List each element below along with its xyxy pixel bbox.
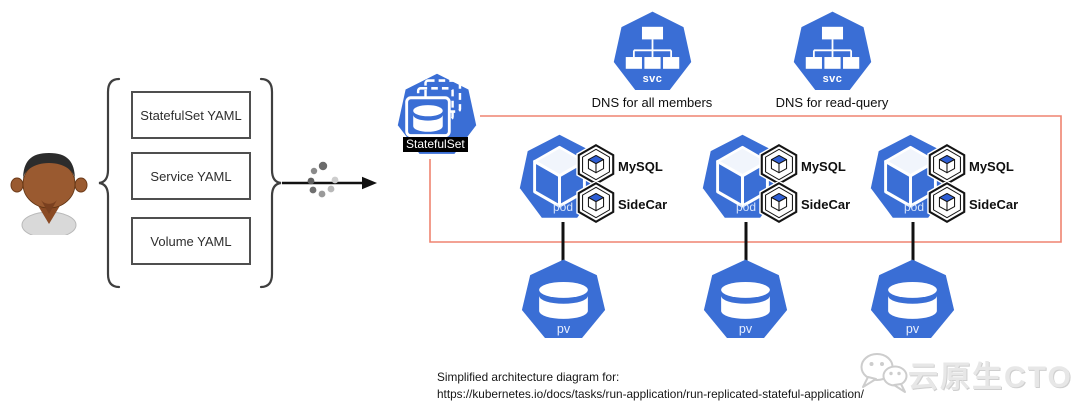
statefulset-to-pods-connector: [429, 115, 1062, 243]
container-label-mysql: MySQL: [801, 159, 846, 174]
statefulset-icon: [397, 73, 477, 154]
statefulset-group: StatefulSet: [396, 72, 486, 162]
container-label-mysql: MySQL: [618, 159, 663, 174]
container-label-sidecar: SideCar: [801, 197, 851, 212]
svc-label: svc: [822, 73, 843, 85]
pv-label: pv: [905, 322, 920, 336]
statefulset-label: StatefulSet: [403, 137, 468, 152]
container-icon-mysql: [927, 144, 967, 185]
watermark-text: 云原生CTO: [908, 361, 1073, 394]
pv-group: pv: [869, 256, 957, 344]
wechat-icon: [860, 353, 908, 393]
spinner-icon: [307, 161, 339, 198]
pod-group: pod MySQL SideCar: [700, 133, 865, 233]
pv-icon: [870, 259, 955, 338]
diagram-caption: Simplified architecture diagram for: htt…: [437, 369, 864, 402]
svc-icon: [793, 11, 872, 90]
pod-group: pod MySQL SideCar: [517, 133, 682, 233]
grouping-brace-right: [259, 77, 282, 289]
pv-icon: [521, 259, 606, 338]
service-yaml-label: Service YAML: [150, 168, 232, 184]
pv-label: pv: [738, 322, 753, 336]
container-label-sidecar: SideCar: [618, 197, 668, 212]
svc-label: svc: [642, 73, 663, 85]
svc-icon: [613, 11, 692, 90]
container-icon-mysql: [576, 144, 616, 185]
pv-label: pv: [556, 322, 571, 336]
pv-icon: [703, 259, 788, 338]
pod-label: pod: [552, 200, 574, 214]
pod-label: pod: [735, 200, 757, 214]
user-avatar: [10, 153, 88, 235]
statefulset-yaml-box: StatefulSet YAML: [131, 91, 251, 139]
svc-caption: DNS for all members: [591, 95, 713, 110]
container-label-sidecar: SideCar: [969, 197, 1019, 212]
grouping-brace-left: [98, 77, 121, 289]
apply-arrow-head: [362, 176, 377, 190]
caption-line2: https://kubernetes.io/docs/tasks/run-app…: [437, 386, 864, 401]
service-yaml-box: Service YAML: [131, 152, 251, 200]
pod-group: pod MySQL SideCar: [868, 133, 1033, 233]
caption-line1: Simplified architecture diagram for:: [437, 370, 620, 384]
volume-yaml-box: Volume YAML: [131, 217, 251, 265]
container-icon-mysql: [759, 144, 799, 185]
volume-yaml-label: Volume YAML: [150, 233, 232, 249]
container-icon-sidecar: [927, 182, 967, 223]
pv-group: pv: [702, 256, 790, 344]
statefulset-yaml-label: StatefulSet YAML: [140, 107, 242, 123]
pv-group: pv: [520, 256, 608, 344]
container-icon-sidecar: [759, 182, 799, 223]
container-icon-sidecar: [576, 182, 616, 223]
service-group-read-query: svc DNS for read-query: [776, 10, 888, 120]
service-group-all-members: svc DNS for all members: [592, 10, 712, 120]
svc-caption: DNS for read-query: [775, 95, 889, 110]
pod-label: pod: [903, 200, 925, 214]
container-label-mysql: MySQL: [969, 159, 1014, 174]
